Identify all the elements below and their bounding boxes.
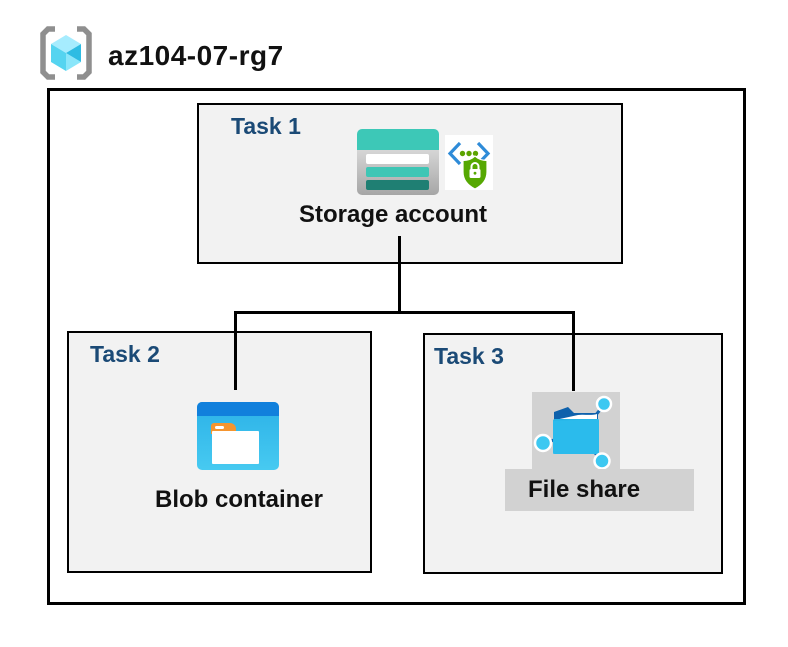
storage-icon-row-teal: [366, 167, 429, 177]
file-share-caption-band: File share: [505, 469, 694, 511]
blob-icon-tab-slot: [215, 426, 224, 429]
blob-container-caption: Blob container: [154, 486, 323, 513]
file-share-caption: File share: [528, 476, 641, 503]
resource-group-icon: [40, 26, 92, 80]
resource-group-header: az104-07-rg7: [0, 0, 788, 90]
task2-label: Task 2: [90, 341, 160, 367]
task2-box: Task 2 Blob container: [67, 331, 372, 573]
blob-container-icon: [197, 402, 279, 470]
storage-icon-header-band: [357, 129, 439, 150]
task3-label: Task 3: [434, 343, 504, 369]
connector-storage-stem: [398, 236, 401, 313]
task1-box: Task 1 Storage account: [197, 103, 623, 264]
storage-icon-row-white: [366, 154, 429, 164]
file-share-icon-backdrop: [532, 392, 620, 472]
connector-horizontal: [234, 311, 575, 314]
blob-icon-folder-tab: [211, 423, 236, 434]
blob-icon-folder-body: [212, 431, 259, 464]
blob-icon-header-band: [197, 402, 279, 416]
file-share-icon: [533, 395, 613, 470]
storage-account-icon: [357, 129, 439, 195]
connector-to-fileshare: [572, 311, 575, 391]
storage-account-caption: Storage account: [298, 201, 488, 228]
resource-group-title: az104-07-rg7: [108, 40, 284, 71]
task1-label: Task 1: [231, 113, 301, 139]
sas-shield-lock-icon: [445, 135, 493, 190]
storage-icon-row-darkteal: [366, 180, 429, 190]
connector-to-blob: [234, 311, 237, 390]
